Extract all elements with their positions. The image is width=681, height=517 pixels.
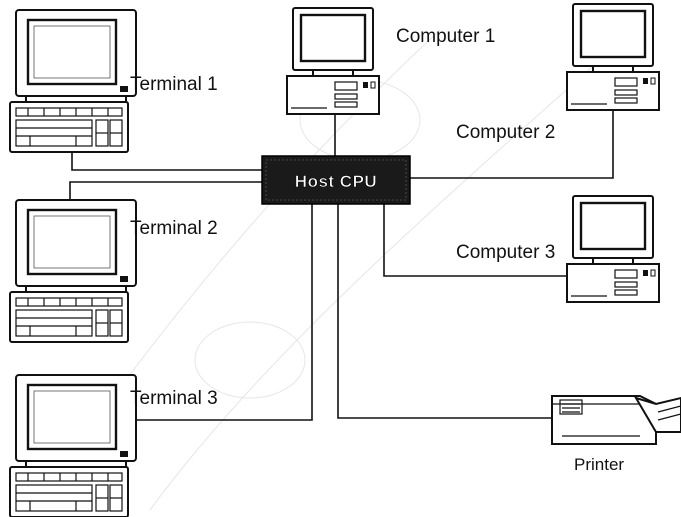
terminal-3: Terminal 3 [10,375,218,517]
terminal-1-monitor [16,10,136,102]
terminal-1-label: Terminal 1 [130,74,218,95]
terminal-3-label: Terminal 3 [130,388,218,409]
terminal-3-keyboard [10,467,128,517]
printer-label: Printer [574,455,624,474]
host-cpu-label: Host CPU [295,172,377,191]
computer-1: Computer 1 [287,8,495,114]
host-cpu-node: Host CPU [262,156,410,204]
wire-terminal-1 [72,152,262,170]
terminal-2-monitor [16,200,136,292]
terminal-2-label: Terminal 2 [130,218,218,239]
terminal-1: Terminal 1 [10,10,218,152]
computer-2: Computer 2 [456,4,659,143]
terminal-1-keyboard [10,102,128,152]
computer-1-label: Computer 1 [396,26,495,47]
computer-3: Computer 3 [456,196,659,302]
terminal-2: Terminal 2 [10,200,218,342]
wire-terminal-2 [70,182,262,200]
wire-computer-2 [410,110,613,178]
wire-printer [338,204,552,418]
computer-3-label: Computer 3 [456,242,555,263]
printer: Printer [552,396,681,474]
computer-2-label: Computer 2 [456,122,555,143]
wire-computer-3 [384,204,566,276]
printer-icon [552,396,681,444]
terminal-3-monitor [16,375,136,467]
terminal-2-keyboard [10,292,128,342]
